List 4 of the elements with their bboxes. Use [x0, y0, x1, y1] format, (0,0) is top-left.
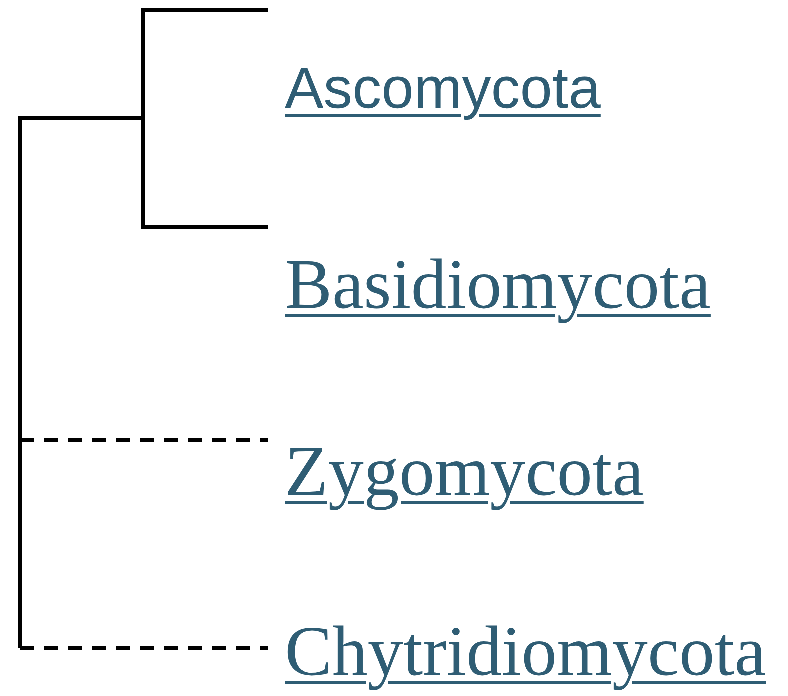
taxon-label: Ascomycota [285, 60, 601, 118]
taxon-label: Basidiomycota [285, 250, 711, 321]
taxon-label: Chytridiomycota [285, 617, 766, 688]
taxon-label: Zygomycota [285, 437, 644, 508]
